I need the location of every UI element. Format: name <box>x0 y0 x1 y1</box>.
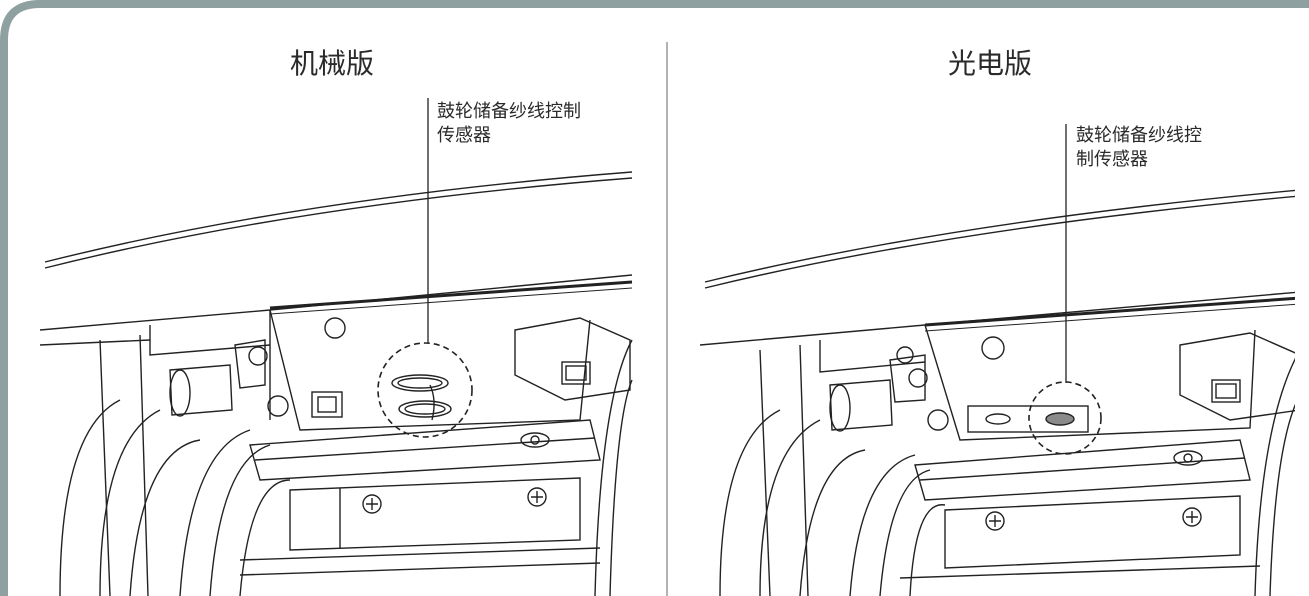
callout-label-mechanical: 鼓轮储备纱线控制 传感器 <box>437 101 581 146</box>
mechanical-version-drawing <box>40 171 633 596</box>
photoelectric-version-drawing <box>700 189 1295 596</box>
panel-title-mechanical: 机械版 <box>289 47 374 80</box>
sensor-highlight-circle-right <box>1028 381 1102 455</box>
sensor-highlight-circle-left <box>377 342 473 438</box>
callout-label-photoelectric: 鼓轮储备纱线控 制传感器 <box>1076 125 1202 170</box>
panel-title-photoelectric: 光电版 <box>947 47 1032 80</box>
